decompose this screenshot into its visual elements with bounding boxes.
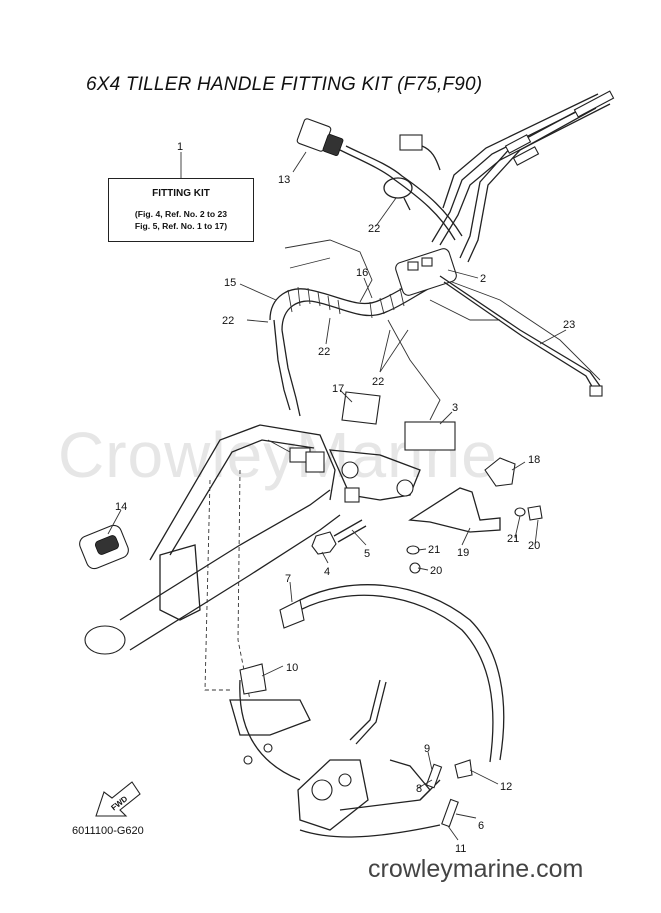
fitting-kit-box: FITTING KIT (Fig. 4, Ref. No. 2 to 23 Fi…	[108, 178, 254, 242]
callout-6: 6	[478, 820, 484, 832]
callout-22-middle: 22	[318, 346, 330, 358]
callout-labels: 1 2 3 4 5 6 7 8 9 10 11 12 13 14 15 16 1…	[115, 141, 575, 855]
callout-14: 14	[115, 501, 127, 513]
fasteners	[311, 505, 543, 574]
switch-assembly	[328, 449, 501, 533]
fwd-arrow-icon: FWD	[95, 781, 141, 817]
fitting-kit-line-1: (Fig. 4, Ref. No. 2 to 23	[134, 209, 228, 219]
callout-9: 9	[424, 743, 430, 755]
callout-22-top: 22	[368, 223, 380, 235]
callout-21-right: 21	[507, 533, 519, 545]
part-14-tiller-handle	[79, 424, 341, 655]
callout-18: 18	[528, 454, 540, 466]
callout-19: 19	[457, 547, 469, 559]
callout-10: 10	[286, 662, 298, 674]
bracket-outline	[284, 239, 601, 421]
callout-2: 2	[480, 273, 486, 285]
callout-20-right: 20	[528, 540, 540, 552]
callout-13: 13	[278, 174, 290, 186]
website-link[interactable]: crowleymarine.com	[368, 855, 584, 883]
part-22-cable-tie-top	[383, 177, 413, 199]
fitting-kit-line-2: Fig. 5, Ref. No. 1 to 17)	[134, 221, 228, 231]
throttle-cables	[431, 90, 615, 263]
fitting-kit-title: FITTING KIT	[152, 188, 210, 199]
callout-3: 3	[452, 402, 458, 414]
callout-22-left: 22	[222, 315, 234, 327]
callout-7: 7	[285, 573, 291, 585]
callout-23: 23	[563, 319, 575, 331]
small-plug	[399, 134, 441, 171]
callout-11: 11	[455, 843, 466, 855]
callout-5: 5	[364, 548, 370, 560]
callout-12: 12	[500, 781, 512, 793]
part-17-pad	[341, 391, 381, 425]
part-23-cable	[439, 275, 603, 397]
page-title: 6X4 TILLER HANDLE FITTING KIT (F75,F90)	[86, 74, 483, 95]
leader-lines	[107, 151, 567, 841]
callout-8: 8	[416, 783, 422, 795]
callout-20-lower: 20	[430, 565, 442, 577]
diagram-code: 6011100-G620	[72, 825, 144, 837]
lower-harness	[204, 469, 505, 781]
wire-harness	[269, 248, 457, 417]
callout-21-lower: 21	[428, 544, 440, 556]
handle-connector	[267, 439, 325, 473]
callout-17: 17	[332, 383, 344, 395]
part-18-clip	[484, 457, 516, 487]
callout-1: 1	[177, 141, 183, 153]
part-3-block	[404, 421, 456, 451]
callout-15: 15	[224, 277, 236, 289]
throttle-linkage	[297, 679, 473, 838]
callout-4: 4	[324, 566, 330, 578]
callout-22-lower: 22	[372, 376, 384, 388]
callout-16: 16	[356, 267, 368, 279]
part-13-connector	[296, 118, 463, 241]
